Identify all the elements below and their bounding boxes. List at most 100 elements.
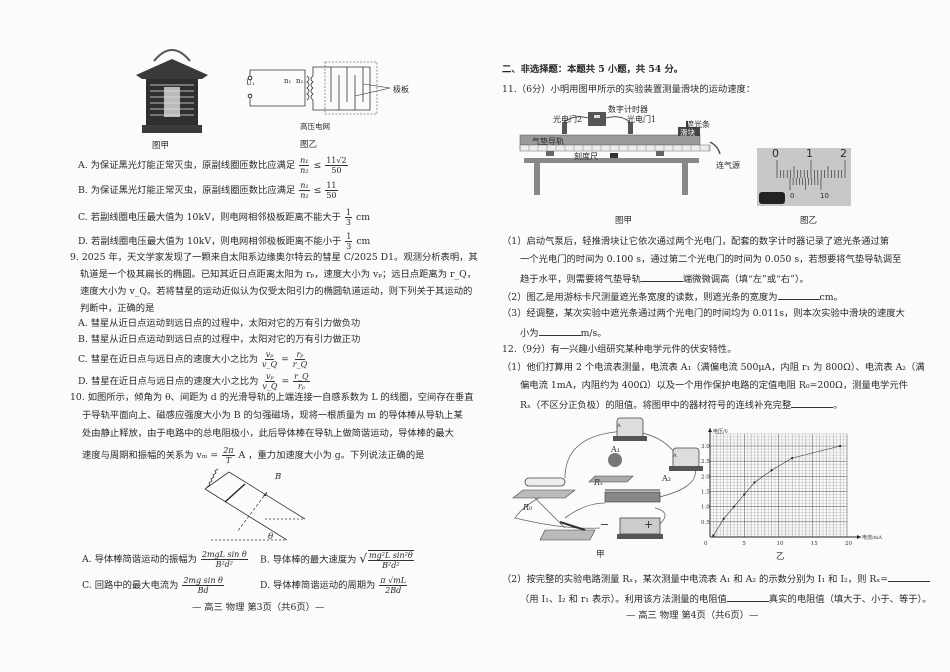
slider-label: 滑块 <box>680 128 695 137</box>
answer-blank[interactable] <box>640 272 683 282</box>
data-point <box>732 505 736 508</box>
part-text: m/s。 <box>580 328 607 339</box>
n1-label: n₁ <box>284 77 292 85</box>
timer-label: 数字计时器 <box>608 105 648 114</box>
option-text: C. 若副线圈电压最大值为 10kV，则电网相邻极板距离不能大于 <box>78 212 341 223</box>
figure-a-caption: 甲 <box>596 550 605 560</box>
q10-stem-line: 处由静止释放，由于电路中的总电阻极小，此后导体棒在导轨上做简谐运动，导体棒的最大 <box>82 428 454 439</box>
y-axis-label: 电压/V <box>713 428 729 435</box>
q11-part-line: 小为 m/s。 <box>520 326 607 340</box>
ammeter-a2-icon <box>669 447 703 471</box>
part-text: 端微微调高（填“左”或“右”）。 <box>682 274 809 285</box>
q10-stem-line: 10. 如图所示，倾角为 θ、间距为 d 的光滑导轨的上端连接一自感系数为 L … <box>70 392 474 403</box>
part-text: 真实的电阻值（填大于、小于、等于）。 <box>768 594 932 605</box>
meter-a2-face: A <box>673 453 677 459</box>
q12-part1-line: Rₓ（不区分正负极）的阻值。将图甲中的器材符号的连线补充完整。 <box>520 398 843 412</box>
rx-element-icon <box>588 453 634 483</box>
data-point <box>712 534 715 537</box>
inclined-rail-diagram <box>204 468 306 541</box>
q9-stem-line: 判断中，正确的是 <box>80 303 155 314</box>
q11-title: 11.（6分）小明用图甲所示的实验装置测量滑块的运动速度： <box>502 84 756 95</box>
figure-b-caption: 图乙 <box>300 140 318 150</box>
r0-resistor-icon <box>512 477 576 499</box>
plate-label: 极板 <box>393 85 409 94</box>
figure-a-caption: 图甲 <box>615 216 633 226</box>
option-text: C. 回路中的最大电流为 <box>82 580 179 591</box>
a2-label: A₂ <box>662 474 671 483</box>
section-heading: 二、非选择题：本题共 5 小题，共 54 分。 <box>502 64 684 75</box>
transformer-circuit-diagram <box>247 61 391 115</box>
option-text: B. 导体棒的最大速度为 <box>260 554 357 566</box>
answer-blank[interactable] <box>888 572 931 582</box>
part-text: （2）按完整的实验电路测量 Rₓ，某次测量中电流表 A₁ 和 A₂ 的示数分别为… <box>502 574 889 585</box>
plus-sign: + <box>644 518 654 531</box>
q12-part1-line: 偏电流 1mA，内阻约为 400Ω）以及一个用作保护电路的定值电阻 R₀=200… <box>520 380 908 391</box>
caliper-vernier-0: 0 <box>790 192 795 200</box>
part-text: 趋于水平，则需要将气垫导轨 <box>520 274 641 285</box>
q9-option-a[interactable]: A. 彗星从近日点运动到远日点的过程中，太阳对它的万有引力做负功 <box>78 318 361 329</box>
answer-blank[interactable] <box>726 592 769 602</box>
option-text: D. 若副线圈电压最大值为 10kV，则电网相邻极板距离不能小于 <box>78 236 342 247</box>
relation: ≤ <box>313 185 322 196</box>
data-point <box>839 444 842 448</box>
gate1-label: 光电门1 <box>627 115 657 124</box>
air-source-label: 连气源 <box>716 161 740 170</box>
q9-stem-line: 轨道是一个极其扁长的椭圆。已知其近日点距离太阳为 rₚ，速度大小为 vₚ；远日点… <box>80 269 476 280</box>
battery-icon <box>617 517 663 539</box>
figure-b-caption: 乙 <box>776 552 785 562</box>
caliper-main-2: 2 <box>840 147 847 160</box>
strip-label: 遮光条 <box>686 120 710 129</box>
iv-curve <box>713 445 841 536</box>
part-text: （用 I₁、I₂ 和 r₁ 表示）。利用该方法测量的电阻值 <box>520 594 727 605</box>
minus-sign: − <box>600 518 610 531</box>
rx-label: Rₓ <box>594 478 603 487</box>
x-axis-arrow <box>857 535 861 539</box>
data-point <box>743 493 746 496</box>
data-point <box>791 457 794 460</box>
y-tick-label: 3.0 <box>701 444 710 450</box>
q12-part2-line: （2）按完整的实验电路测量 Rₓ，某次测量中电流表 A₁ 和 A₂ 的示数分别为… <box>502 572 931 586</box>
y-tick-label: 1.5 <box>701 490 710 496</box>
caliper-main-0: 0 <box>772 147 779 160</box>
q9-stem-line: 9. 2025 年，天文学家发现了一颗来自太阳系边缘奥尔特云的彗星 C/2025… <box>70 252 478 263</box>
answer-blank[interactable] <box>791 398 834 408</box>
page-footer-right: — 高三 物理 第4页（共6页）— <box>626 610 759 621</box>
data-point <box>770 469 773 472</box>
a1-label: A₁ <box>611 445 620 454</box>
answer-blank[interactable] <box>777 290 820 300</box>
q11-part-line: （3）经调整，某次实验中遮光条通过两个光电门的时间均为 0.011s，则本次实验… <box>502 308 905 319</box>
y-tick-label: 1.0 <box>701 505 710 511</box>
answer-blank[interactable] <box>538 326 581 336</box>
meter-a1-face: A <box>617 423 621 429</box>
y-axis-arrow <box>708 428 712 432</box>
q11-part-line: （1）启动气泵后，轻推滑块让它依次通过两个光电门，配套的数字计时器记录了遮光条通… <box>502 236 890 247</box>
q11-part-line: 趋于水平，则需要将气垫导轨 端微微调高（填“左”或“右”）。 <box>520 272 809 286</box>
bug-lamp-image <box>136 49 208 133</box>
grid-label: 高压电网 <box>300 122 330 131</box>
q12-title: 12.（9分）有一兴趣小组研究某种电学元件的伏安特性。 <box>502 344 737 355</box>
y-tick-label: 2.5 <box>701 459 710 465</box>
q9-option-b[interactable]: B. 彗星从近日点运动到远日点的过程中，太阳对它的万有引力做正功 <box>78 334 361 345</box>
page-footer-left: — 高三 物理 第3页（共6页）— <box>192 602 325 613</box>
caliper-main-1: 1 <box>806 147 813 160</box>
part-text: 小为 <box>520 328 539 339</box>
